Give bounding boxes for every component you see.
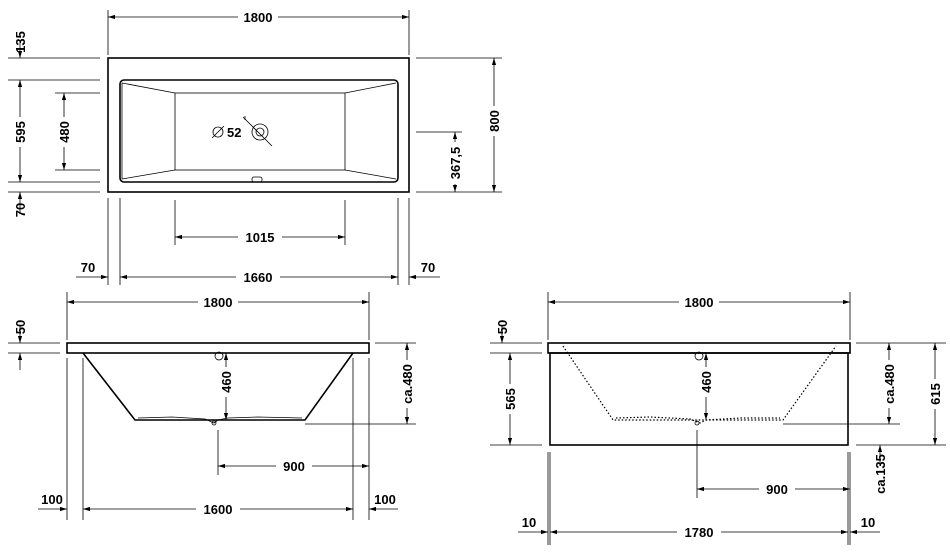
front-view-rim (66, 342, 370, 354)
bottom-rim-width: 70 (13, 203, 28, 217)
top-view-slope-lines (121, 82, 397, 180)
drain-offset: 367,5 (448, 147, 463, 180)
panel-height: 565 (503, 388, 518, 410)
panel-drain-depth: 460 (699, 371, 714, 393)
panel-view-hidden-basin (562, 345, 837, 421)
panel-drain-position: 900 (766, 482, 788, 497)
floor-width: 480 (57, 121, 72, 143)
panel-view: 460 1800 50 565 ca.480 615 ca.135 900 17… (490, 292, 946, 545)
front-right-margin: 100 (374, 492, 396, 507)
top-view: 52 1800 800 (8, 9, 502, 285)
front-rim-height: 50 (13, 320, 28, 334)
front-total-depth: ca.480 (400, 364, 415, 404)
panel-right-offset: 10 (861, 515, 875, 530)
top-rim-width: 135 (13, 31, 28, 53)
top-overall-width: 800 (487, 110, 502, 132)
panel-view-apron (549, 352, 849, 446)
panel-length: 1780 (685, 525, 714, 540)
floor-length: 1015 (246, 230, 275, 245)
panel-total-depth: ca.480 (882, 364, 897, 404)
top-view-outer-rim (107, 57, 410, 193)
left-rim-width: 70 (81, 260, 95, 275)
drain-diameter-label: 52 (211, 125, 241, 140)
panel-overflow-circle (694, 351, 704, 361)
panel-rim-height: 50 (495, 320, 510, 334)
right-rim-width: 70 (421, 260, 435, 275)
drain-diameter-value: 52 (227, 125, 241, 140)
panel-left-offset: 10 (522, 515, 536, 530)
panel-overall-length: 1800 (685, 295, 714, 310)
front-drain-depth: 460 (219, 371, 234, 393)
front-view-extension-lines (8, 292, 416, 520)
front-overall-length: 1800 (204, 295, 233, 310)
front-view: 460 1800 50 ca.480 900 1600 100 100 (8, 292, 416, 520)
overflow-outlet (251, 176, 263, 183)
top-view-floor (174, 92, 346, 171)
panel-clearance: ca.135 (873, 454, 888, 494)
panel-view-rim (547, 342, 851, 354)
inner-width: 595 (13, 121, 28, 143)
drain-symbol (242, 116, 273, 147)
top-overall-length: 1800 (244, 10, 273, 25)
front-inner-length: 1600 (204, 502, 233, 517)
front-overflow-circle (214, 351, 224, 361)
top-view-inner-basin (119, 79, 399, 183)
panel-overall-height: 615 (928, 383, 943, 405)
front-left-margin: 100 (41, 492, 63, 507)
front-drain-position: 900 (283, 459, 305, 474)
panel-view-extension-lines (490, 292, 946, 545)
inner-length: 1660 (244, 270, 273, 285)
